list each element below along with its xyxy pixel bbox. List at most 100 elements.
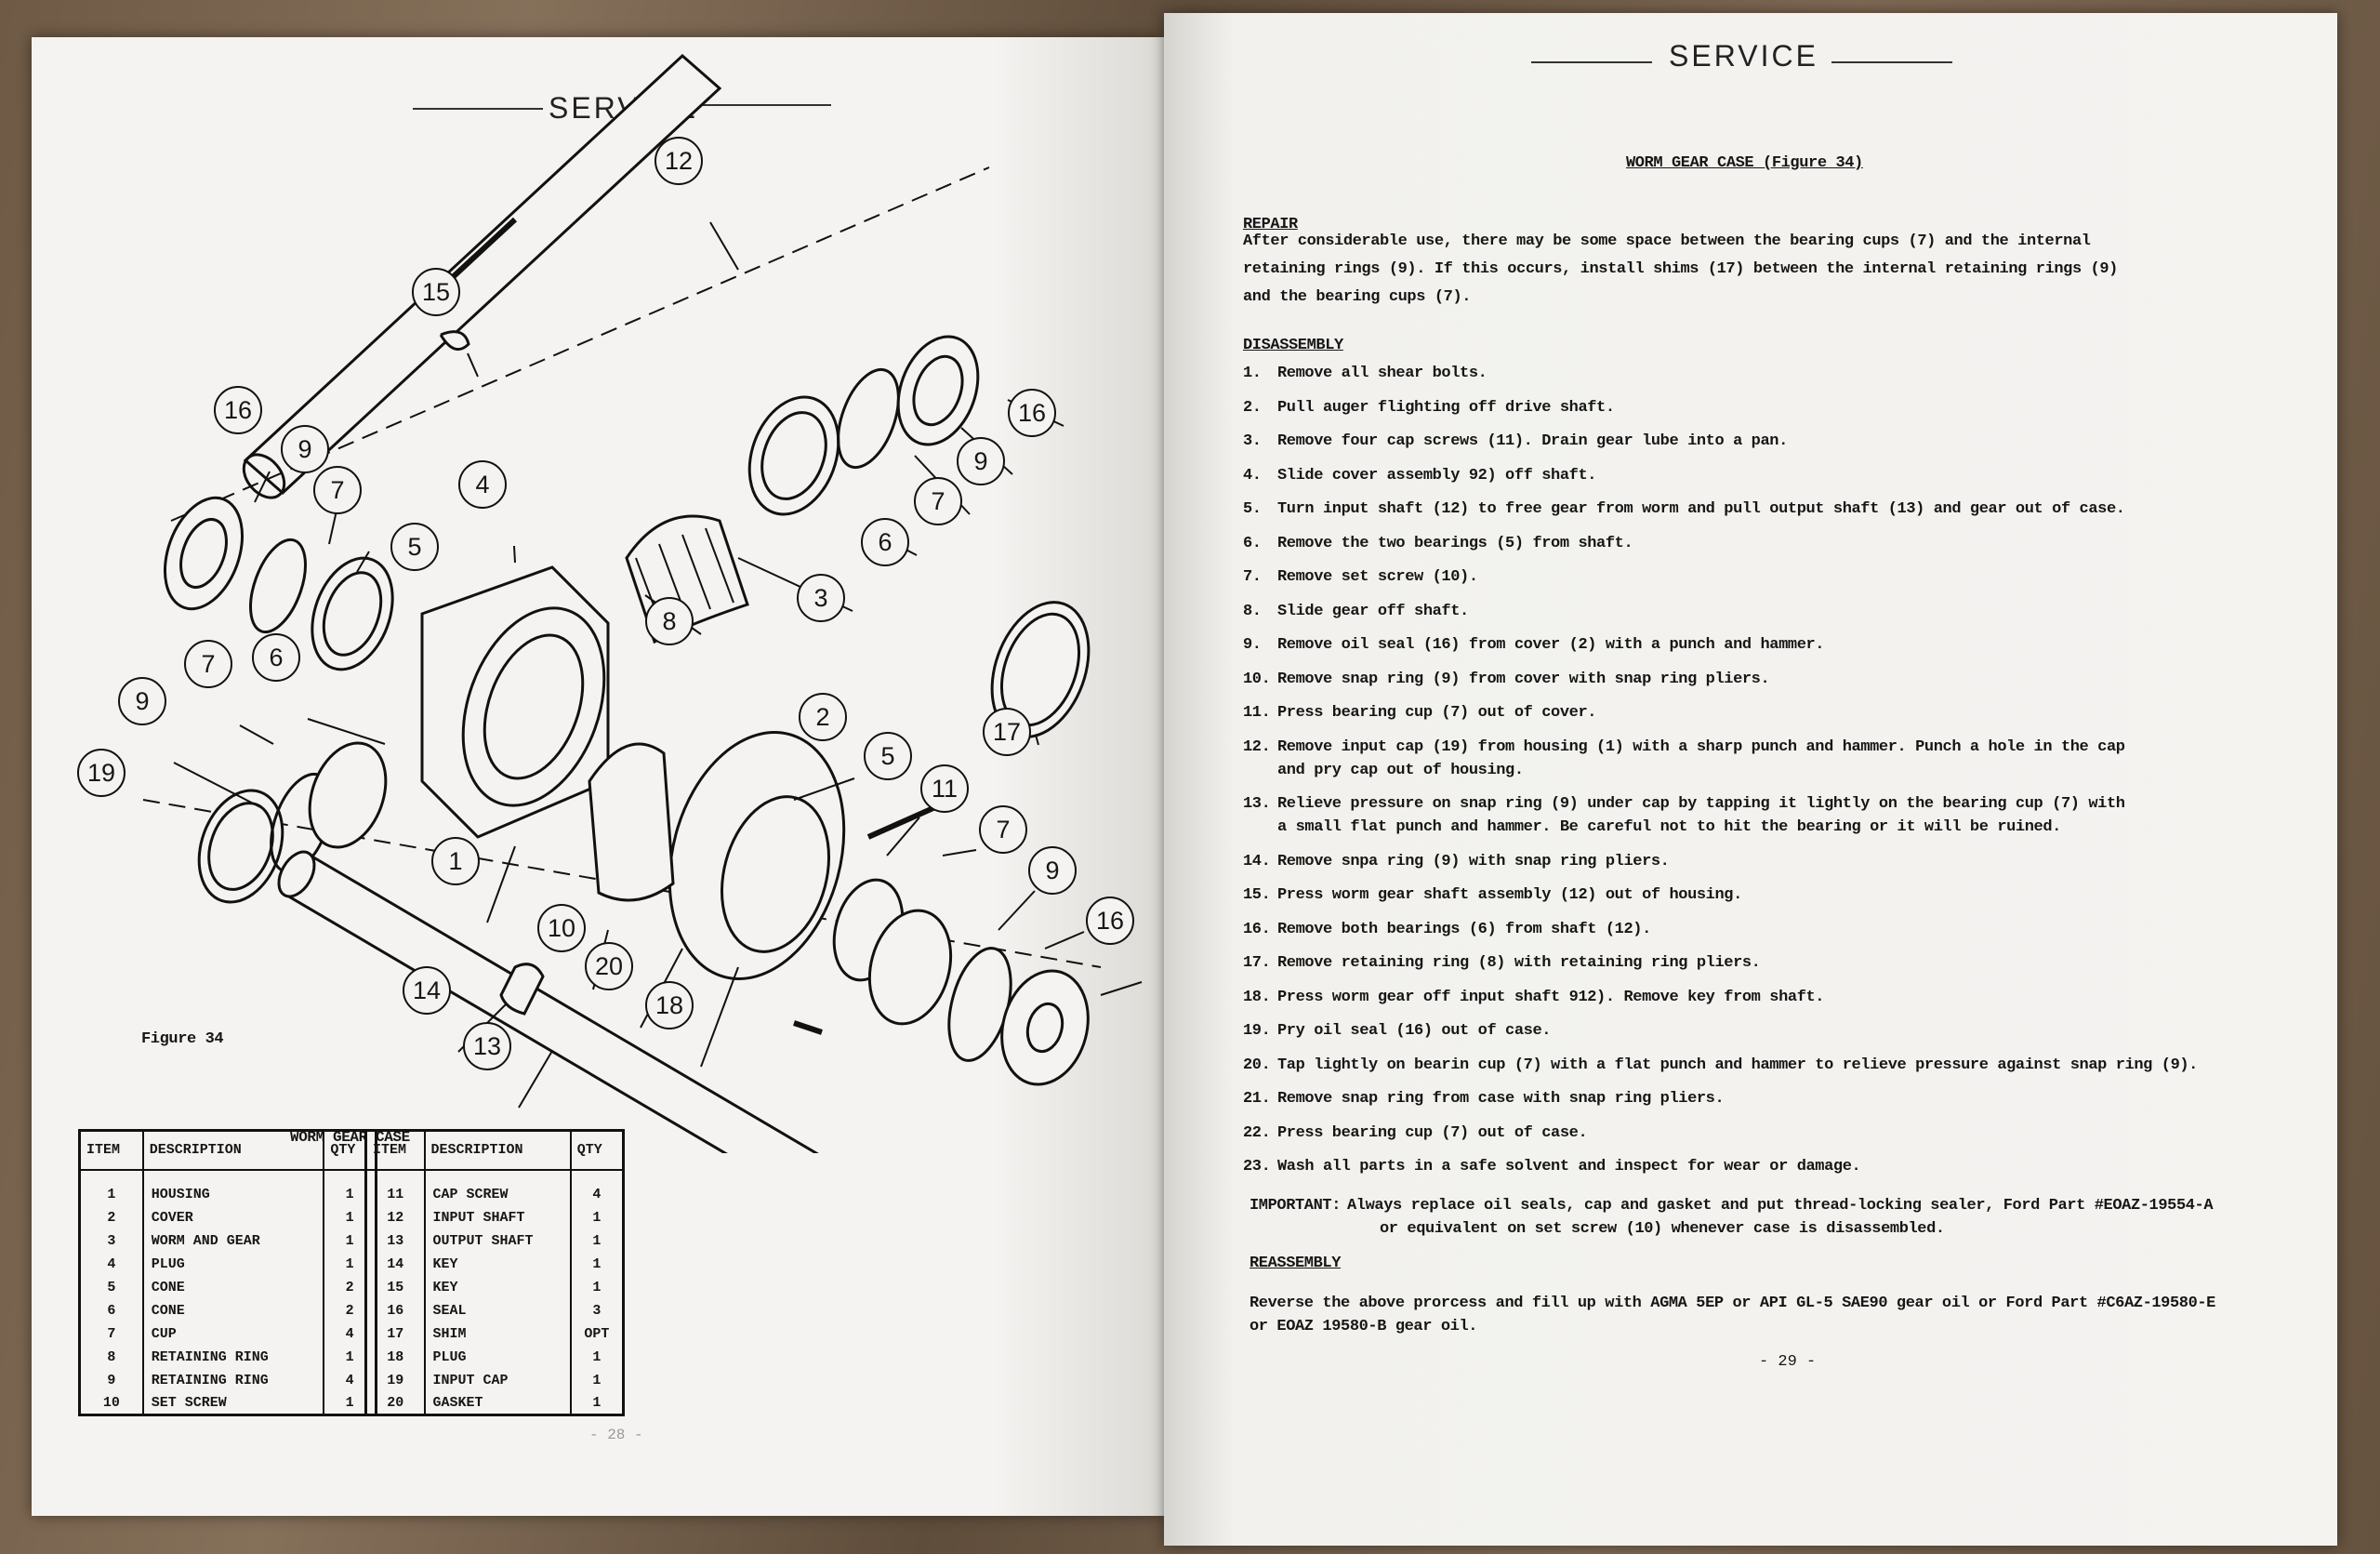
callout-19: 19	[77, 749, 126, 797]
step-text: Remove snpa ring (9) with snap ring plie…	[1277, 852, 1670, 870]
cell-qty: 1	[569, 1252, 625, 1276]
cell-description: CONE	[141, 1275, 325, 1299]
cell-description: WORM AND GEAR	[141, 1229, 325, 1253]
cell-description: SET SCREW	[141, 1391, 325, 1415]
callout-4: 4	[458, 460, 507, 509]
callout-7: 7	[914, 477, 962, 525]
header-rule	[1531, 61, 1652, 63]
cell-qty: OPT	[569, 1322, 625, 1346]
step-text: and pry cap out of housing.	[1277, 761, 1524, 779]
step-number: 9.	[1243, 636, 1262, 654]
callout-20: 20	[585, 942, 633, 990]
step-number: 1.	[1243, 365, 1262, 382]
cell-item: 8	[78, 1345, 144, 1369]
cell-item: 20	[364, 1391, 426, 1415]
cell-item: 13	[364, 1229, 426, 1253]
callout-7: 7	[313, 466, 362, 514]
callout-9: 9	[957, 437, 1005, 485]
reassembly-heading: REASSEMBLY	[1250, 1255, 1342, 1272]
callout-8: 8	[645, 597, 694, 645]
step-text: Remove retaining ring (8) with retaining…	[1277, 954, 1761, 972]
repair-line: After considerable use, there may be som…	[1243, 232, 2091, 250]
important-line: Always replace oil seals, cap and gasket…	[1347, 1197, 2214, 1215]
repair-heading: REPAIR	[1243, 216, 1298, 233]
step-text: Remove set screw (10).	[1277, 568, 1478, 586]
cell-item: 18	[364, 1345, 426, 1369]
step-text: Pry oil seal (16) out of case.	[1277, 1022, 1552, 1040]
cell-description: KEY	[423, 1275, 572, 1299]
right-page-29: SERVICE WORM GEAR CASE (Figure 34) REPAI…	[1164, 13, 2337, 1546]
step-number: 2.	[1243, 398, 1262, 417]
callout-16: 16	[214, 386, 262, 434]
callout-7: 7	[184, 640, 232, 688]
step-text: Remove snap ring from case with snap rin…	[1277, 1090, 1725, 1108]
figure-label: Figure 34	[141, 1030, 224, 1048]
section-title: WORM GEAR CASE (Figure 34)	[1626, 154, 1863, 172]
step-text: Slide gear off shaft.	[1277, 602, 1469, 620]
cell-item: 3	[78, 1229, 144, 1253]
step-text: Remove all shear bolts.	[1277, 365, 1488, 382]
reassembly-line: or EOAZ 19580-B gear oil.	[1250, 1318, 1478, 1335]
cell-description: PLUG	[423, 1345, 572, 1369]
step-text: Tap lightly on bearin cup (7) with a fla…	[1277, 1056, 2198, 1074]
exploded-worm-gear-diagram	[142, 53, 1143, 1153]
step-text: Press bearing cup (7) out of cover.	[1277, 704, 1597, 722]
step-text: Remove snap ring (9) from cover with sna…	[1277, 670, 1770, 688]
cell-item: 15	[364, 1275, 426, 1299]
step-text: Pull auger flighting off drive shaft.	[1277, 398, 1615, 417]
step-text: Remove the two bearings (5) from shaft.	[1277, 534, 1633, 552]
step-number: 21.	[1243, 1090, 1271, 1108]
callout-5: 5	[390, 523, 439, 571]
step-number: 12.	[1243, 737, 1271, 756]
col-item: ITEM	[364, 1129, 426, 1171]
step-number: 10.	[1243, 670, 1271, 688]
step-text: Remove oil seal (16) from cover (2) with…	[1277, 636, 1825, 654]
cell-description: KEY	[423, 1252, 572, 1276]
cell-description: COVER	[141, 1205, 325, 1229]
callout-16: 16	[1086, 897, 1134, 945]
cell-description: OUTPUT SHAFT	[423, 1229, 572, 1253]
callout-7: 7	[979, 805, 1027, 854]
reassembly-line: Reverse the above prorcess and fill up w…	[1250, 1295, 2215, 1312]
cell-item: 19	[364, 1368, 426, 1392]
step-number: 3.	[1243, 432, 1262, 450]
step-number: 22.	[1243, 1123, 1271, 1142]
step-number: 15.	[1243, 886, 1271, 904]
header-rule	[413, 108, 543, 110]
cell-description: PLUG	[141, 1252, 325, 1276]
step-text: a small flat punch and hammer. Be carefu…	[1277, 818, 2061, 836]
cell-item: 5	[78, 1275, 144, 1299]
callout-10: 10	[537, 904, 586, 952]
cell-item: 16	[364, 1298, 426, 1322]
cell-item: 10	[78, 1391, 144, 1415]
step-text: Press bearing cup (7) out of case.	[1277, 1123, 1588, 1142]
step-number: 23.	[1243, 1158, 1271, 1175]
step-number: 4.	[1243, 466, 1262, 485]
cell-item: 12	[364, 1205, 426, 1229]
step-text: Wash all parts in a safe solvent and ins…	[1277, 1158, 1861, 1175]
cell-description: HOUSING	[141, 1182, 325, 1206]
step-text: Slide cover assembly 92) off shaft.	[1277, 466, 1597, 485]
step-number: 7.	[1243, 568, 1262, 586]
cell-qty: 1	[569, 1368, 625, 1392]
col-description: DESCRIPTION	[423, 1129, 572, 1171]
step-number: 18.	[1243, 988, 1271, 1006]
cell-qty: 1	[569, 1275, 625, 1299]
cell-qty: 1	[569, 1391, 625, 1415]
callout-9: 9	[281, 425, 329, 473]
step-number: 5.	[1243, 500, 1262, 518]
left-page-28: SERVICE	[32, 37, 1164, 1516]
cell-item: 4	[78, 1252, 144, 1276]
